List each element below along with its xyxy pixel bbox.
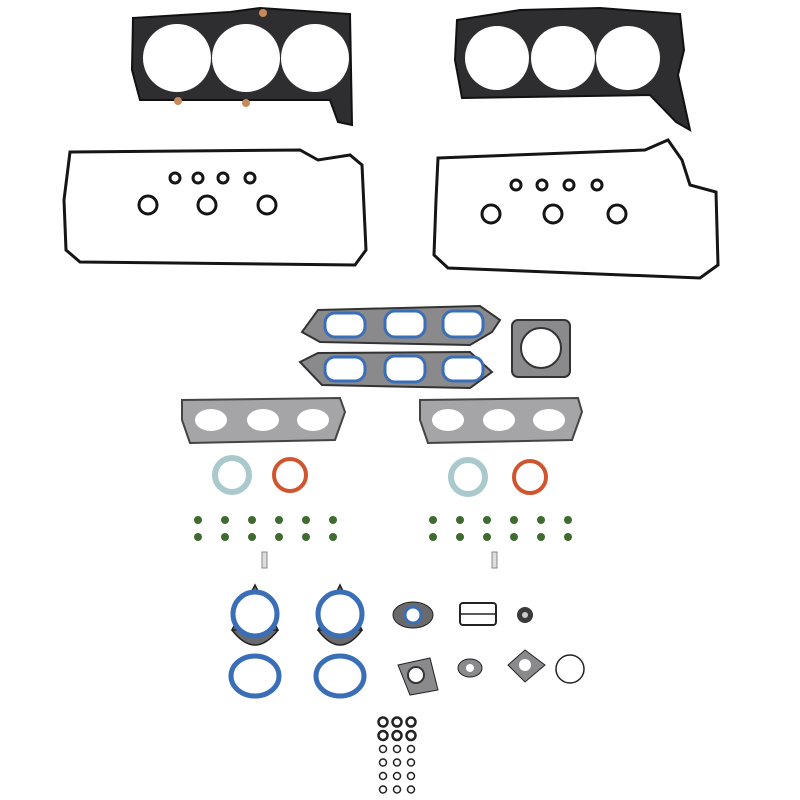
o-ring: [391, 729, 403, 742]
ring-orange-left: [272, 457, 308, 493]
o-ring: [392, 771, 402, 781]
valve-stem-seal: [429, 533, 437, 541]
o-ring: [406, 771, 416, 781]
intake-gasket-upper: [300, 304, 502, 347]
o-ring: [378, 744, 388, 754]
o-ring: [406, 744, 416, 754]
o-ring: [391, 716, 403, 728]
o-ring: [378, 785, 388, 794]
valve-stem-seal: [429, 516, 437, 524]
small-o-rings: [377, 716, 417, 794]
valve-stem-seal: [456, 516, 464, 524]
water-outlet-gaskets: [228, 583, 367, 699]
head-gasket-left: [130, 6, 354, 127]
valve-stem-seal: [537, 516, 545, 524]
valve-stem-seal: [221, 516, 229, 524]
exhaust-gasket-left: [181, 396, 347, 445]
o-ring: [378, 771, 388, 781]
valve-stem-seal: [510, 533, 518, 541]
o-ring: [392, 744, 402, 754]
valve-stem-seal: [248, 516, 256, 524]
exhaust-gasket-right: [419, 396, 584, 445]
valve-stem-seal: [275, 533, 283, 541]
valve-stem-seal: [564, 516, 572, 524]
valve-stem-seal: [194, 533, 202, 541]
o-ring: [392, 785, 402, 794]
valve-stem-seal: [510, 516, 518, 524]
o-ring: [405, 716, 417, 728]
ring-orange-right: [512, 459, 548, 495]
o-ring: [406, 758, 416, 767]
throttle-body-gasket: [511, 319, 571, 378]
small-gaskets: [392, 601, 585, 696]
valve-stem-seal: [456, 533, 464, 541]
o-ring: [392, 758, 402, 767]
o-ring: [378, 758, 388, 767]
valve-stem-seal: [329, 533, 337, 541]
ring-light-blue-right: [448, 457, 488, 497]
valve-stem-seals: [194, 516, 572, 541]
ring-light-blue-left: [212, 455, 252, 495]
valve-cover-gasket-right: [432, 138, 720, 280]
o-ring: [406, 785, 416, 794]
valve-stem-seal: [275, 516, 283, 524]
valve-cover-gasket-left: [62, 148, 368, 267]
valve-stem-seal: [483, 533, 491, 541]
valve-stem-seal: [194, 516, 202, 524]
valve-stem-seal: [302, 516, 310, 524]
o-ring: [377, 716, 389, 728]
valve-stem-seal: [483, 516, 491, 524]
o-ring: [377, 729, 389, 742]
dowel-pin-right: [491, 551, 498, 569]
valve-stem-seal: [564, 533, 572, 541]
valve-stem-seal: [221, 533, 229, 541]
valve-stem-seal: [248, 533, 256, 541]
valve-stem-seal: [329, 516, 337, 524]
head-gasket-right: [453, 6, 692, 132]
valve-stem-seal: [537, 533, 545, 541]
dowel-pin-left: [261, 551, 268, 569]
valve-stem-seal: [302, 533, 310, 541]
o-ring: [405, 729, 417, 742]
intake-gasket-lower: [298, 350, 494, 390]
